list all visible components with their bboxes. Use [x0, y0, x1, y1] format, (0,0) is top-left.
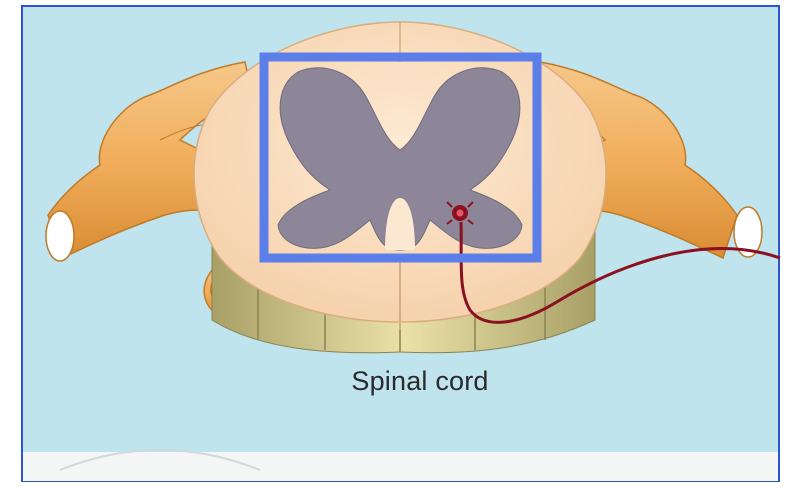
bottom-strip — [22, 452, 779, 482]
caption-label: Spinal cord — [300, 366, 540, 397]
